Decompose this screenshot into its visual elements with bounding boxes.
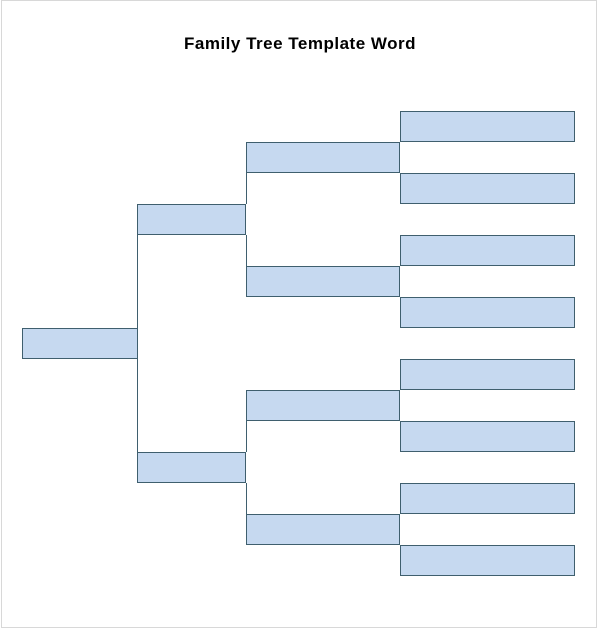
tree-node-gen3-box4[interactable]: [246, 514, 400, 545]
tree-node-gen4-box6[interactable]: [400, 421, 575, 452]
tree-node-gen4-box8[interactable]: [400, 545, 575, 576]
connector-line-gen2a-to-gen3-upper: [246, 173, 247, 204]
tree-node-gen4-box7[interactable]: [400, 483, 575, 514]
tree-node-gen3-box2[interactable]: [246, 266, 400, 297]
page-title: Family Tree Template Word: [184, 34, 416, 53]
tree-node-gen1-box1[interactable]: [22, 328, 138, 359]
connector-line-gen2b-to-gen3-lower: [246, 483, 247, 514]
tree-node-gen4-box5[interactable]: [400, 359, 575, 390]
tree-node-gen3-box1[interactable]: [246, 142, 400, 173]
tree-node-gen2-box1[interactable]: [137, 204, 246, 235]
connector-line-gen2a-to-gen3-lower: [246, 235, 247, 266]
tree-node-gen4-box4[interactable]: [400, 297, 575, 328]
connector-line-gen2b-to-gen3-upper: [246, 421, 247, 452]
tree-node-gen4-box1[interactable]: [400, 111, 575, 142]
tree-node-gen3-box3[interactable]: [246, 390, 400, 421]
tree-node-gen4-box3[interactable]: [400, 235, 575, 266]
tree-node-gen2-box2[interactable]: [137, 452, 246, 483]
tree-node-gen4-box2[interactable]: [400, 173, 575, 204]
